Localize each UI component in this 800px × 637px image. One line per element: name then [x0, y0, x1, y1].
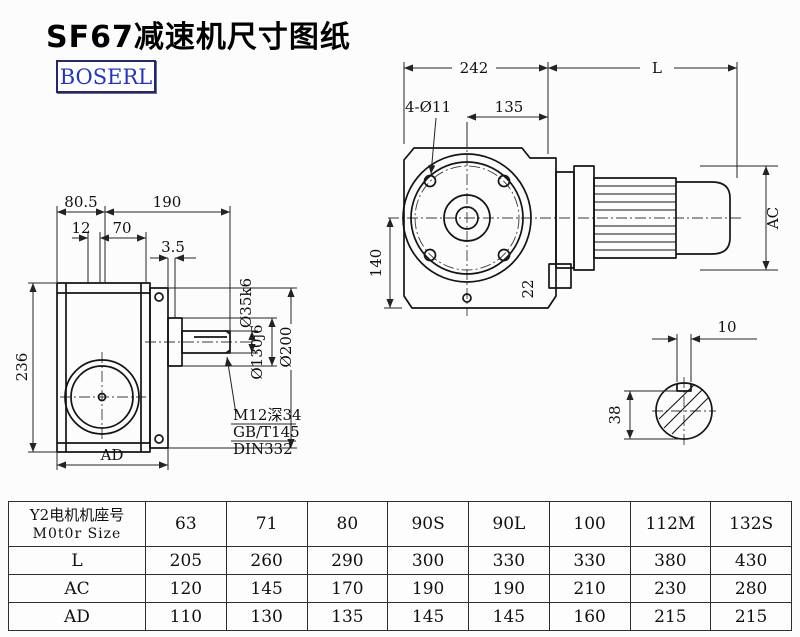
dim-140-label: 140: [367, 249, 385, 278]
table-cell: 290: [306, 546, 389, 575]
table-cell: 145: [225, 574, 308, 603]
table-cell: 190: [387, 574, 469, 603]
table-cell: 112M: [629, 501, 712, 547]
dim-10-label: 10: [717, 318, 736, 336]
boserl-logo: BOSERL: [56, 60, 156, 93]
table-cell: 205: [145, 546, 227, 575]
table-cell: 132S: [710, 501, 792, 547]
table-cell: 145: [387, 602, 469, 631]
table-row-AC: AC 120 145 170 190 190 210 230 280: [8, 574, 792, 603]
motor-size-label-cn: Y2电机机座号: [29, 506, 125, 524]
shaft-section-dimensions: [624, 334, 757, 440]
side-view-centerlines: [60, 341, 252, 442]
dim-3-5-label: 3.5: [161, 238, 185, 256]
row-label-AD: AD: [8, 602, 146, 631]
dia-shaft-label: Ø35k6: [237, 278, 255, 328]
table-row-motor-size: Y2电机机座号 M0t0r Size 63 71 80 90S 90L 100 …: [8, 501, 792, 547]
shaft-section-hatch: [658, 384, 709, 435]
logo-text: BOSERL: [59, 64, 153, 89]
technical-drawing: 242 L 4-Ø11 135 140 22 AC 80.5 190 12 70…: [13, 59, 782, 470]
table-cell: 380: [629, 546, 712, 575]
table-cell: 80: [306, 501, 389, 547]
table-cell: 63: [145, 501, 227, 547]
table-cell: 71: [225, 501, 308, 547]
table-cell: 260: [225, 546, 308, 575]
table-cell: 160: [548, 602, 631, 631]
table-cell: 100: [548, 501, 631, 547]
dim-AD-label: AD: [100, 446, 124, 464]
dim-38-label: 38: [606, 405, 624, 424]
callout-din-label: DIN332: [233, 440, 293, 458]
dim-135-label: 135: [495, 98, 524, 116]
dim-242-label: 242: [460, 59, 489, 77]
table-cell: 300: [387, 546, 469, 575]
dim-12-label: 12: [71, 219, 90, 237]
table-cell: 135: [306, 602, 389, 631]
table-cell: 210: [548, 574, 631, 603]
table-cell: 190: [468, 574, 550, 603]
table-cell: 330: [548, 546, 631, 575]
dim-70-label: 70: [112, 219, 131, 237]
motor-fins: [594, 185, 676, 251]
row-label-L: L: [8, 546, 146, 575]
table-cell: 230: [629, 574, 712, 603]
table-cell: 145: [468, 602, 550, 631]
motor-size-header-cell: Y2电机机座号 M0t0r Size: [8, 501, 146, 547]
dimension-labels: 242 L 4-Ø11 135 140 22 AC 80.5 190 12 70…: [13, 59, 782, 464]
dim-bolt-holes-label: 4-Ø11: [405, 98, 451, 116]
front-view-centerlines: [388, 136, 744, 316]
table-row-L: L 205 260 290 300 330 330 380 430: [8, 546, 792, 575]
table-cell: 170: [306, 574, 389, 603]
table-cell: 330: [468, 546, 550, 575]
side-view-outline: [56, 282, 231, 453]
table-cell: 215: [710, 602, 792, 631]
dim-AC-label: AC: [764, 207, 782, 230]
dim-80-5-label: 80.5: [64, 193, 97, 211]
table-row-AD: AD 110 130 135 145 145 160 215 215: [8, 602, 792, 631]
row-label-AC: AC: [8, 574, 146, 603]
dia-flange-label: Ø200: [277, 327, 295, 368]
size-table: Y2电机机座号 M0t0r Size 63 71 80 90S 90L 100 …: [8, 501, 792, 631]
dim-190-label: 190: [153, 193, 182, 211]
table-cell: 110: [145, 602, 227, 631]
callout-thread-label: M12深34: [233, 406, 302, 424]
dim-22-label: 22: [519, 279, 537, 298]
shaft-section-centerlines: [652, 377, 716, 445]
table-cell: 90L: [468, 501, 550, 547]
table-cell: 430: [710, 546, 792, 575]
front-view-dimensions: [384, 62, 778, 309]
table-cell: 120: [145, 574, 227, 603]
side-view-dimensions: [28, 206, 297, 470]
callout-standard-label: GB/T145: [233, 423, 300, 441]
page-title: SF67减速机尺寸图纸: [46, 20, 351, 55]
front-view-outline: [402, 147, 731, 309]
table-cell: 90S: [387, 501, 469, 547]
motor-size-label-en: M0t0r Size: [32, 526, 122, 542]
dia-spigot-label: Ø130j6: [248, 324, 266, 379]
table-cell: 130: [225, 602, 308, 631]
dim-236-label: 236: [13, 353, 31, 382]
table-cell: 280: [710, 574, 792, 603]
dim-L-label: L: [652, 59, 662, 77]
table-cell: 215: [629, 602, 712, 631]
